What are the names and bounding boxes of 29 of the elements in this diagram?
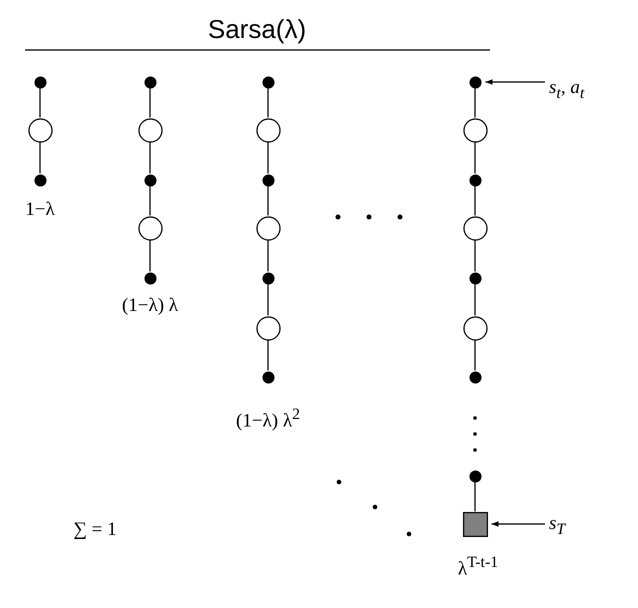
weight-label: λ$^{T-t-1}$ [458, 554, 498, 580]
connector-line [474, 482, 476, 512]
connector-line [474, 240, 476, 272]
weight-label: (1−λ) λ [122, 296, 178, 317]
connector-line [267, 284, 269, 316]
arrow [486, 79, 545, 85]
connector-line [474, 88, 476, 118]
connector-line [474, 284, 476, 316]
connector-line [39, 88, 41, 118]
connector-line [149, 240, 151, 272]
connector-line [267, 88, 269, 118]
title: Sarsa(λ) [208, 14, 306, 45]
connector-line [474, 142, 476, 174]
weight-label: 1−λ [25, 200, 55, 221]
arrow [492, 521, 545, 527]
state-label: s$_{T}$ [549, 514, 566, 538]
weight-label: ∑ = 1 [73, 520, 117, 541]
connector-line [39, 142, 41, 174]
connector-line [149, 142, 151, 174]
connector-line [149, 186, 151, 216]
connector-line [474, 340, 476, 370]
connector-line [149, 88, 151, 118]
connector-line [267, 186, 269, 216]
state-label: s$_{t}$, a$_{t}$ [549, 78, 584, 102]
connector-line [267, 340, 269, 370]
connector-line [474, 186, 476, 216]
connector-line [267, 240, 269, 272]
connector-line [267, 142, 269, 174]
weight-label: (1−λ) λ$^{2}$ [236, 406, 300, 432]
